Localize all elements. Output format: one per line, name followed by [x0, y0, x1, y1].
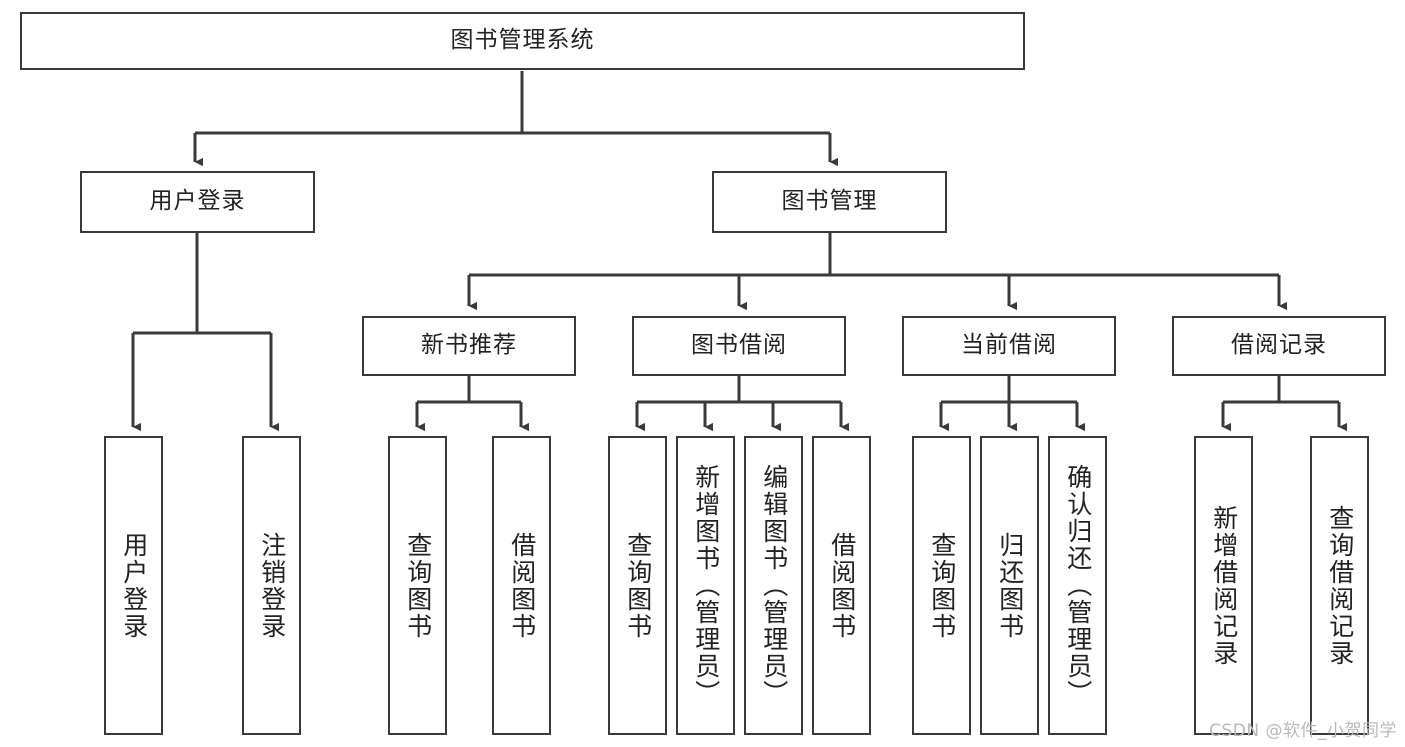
leaf-book-borrow-borrow[interactable]: 借阅图书: [812, 436, 871, 735]
leaf-borrow-record-add[interactable]: 新增借阅记录: [1194, 436, 1253, 735]
node-label: 查询借阅记录: [1325, 504, 1355, 667]
node-label: 图书管理系统: [450, 27, 595, 54]
node-label: 编辑图书（管理员）: [759, 464, 789, 707]
leaf-book-borrow-add[interactable]: 新增图书（管理员）: [676, 436, 735, 735]
leaf-current-borrow-query[interactable]: 查询图书: [912, 436, 971, 735]
leaf-user-login-login[interactable]: 用户登录: [104, 436, 163, 735]
node-label: 查询图书: [623, 531, 653, 640]
leaf-user-login-logout[interactable]: 注销登录: [242, 436, 301, 735]
node-user-login[interactable]: 用户登录: [80, 171, 315, 233]
watermark-text: CSDN @软件_小贺同学: [1209, 721, 1397, 741]
node-label: 借阅记录: [1231, 332, 1327, 359]
node-label: 图书借阅: [691, 332, 787, 359]
leaf-borrow-record-query[interactable]: 查询借阅记录: [1310, 436, 1369, 735]
node-label: 归还图书: [995, 531, 1025, 640]
node-label: 用户登录: [149, 188, 246, 215]
node-book-borrow[interactable]: 图书借阅: [632, 316, 846, 376]
node-label: 当前借阅: [961, 332, 1057, 359]
leaf-new-book-query[interactable]: 查询图书: [388, 436, 447, 735]
node-current-borrow[interactable]: 当前借阅: [902, 316, 1116, 376]
node-label: 查询图书: [927, 531, 957, 640]
node-label: 用户登录: [119, 531, 149, 640]
node-label: 新增图书（管理员）: [691, 464, 721, 707]
node-label: 新增借阅记录: [1209, 504, 1239, 667]
node-label: 确认归还（管理员）: [1063, 464, 1093, 707]
node-root-library-system[interactable]: 图书管理系统: [20, 12, 1025, 70]
leaf-new-book-borrow[interactable]: 借阅图书: [492, 436, 551, 735]
node-label: 查询图书: [403, 531, 433, 640]
leaf-current-borrow-return[interactable]: 归还图书: [980, 436, 1039, 735]
node-new-book-recommend[interactable]: 新书推荐: [362, 316, 576, 376]
leaf-book-borrow-edit[interactable]: 编辑图书（管理员）: [744, 436, 803, 735]
node-label: 借阅图书: [827, 531, 857, 640]
node-label: 新书推荐: [421, 332, 517, 359]
node-label: 借阅图书: [507, 531, 537, 640]
leaf-current-borrow-confirm-return[interactable]: 确认归还（管理员）: [1048, 436, 1107, 735]
leaf-book-borrow-query[interactable]: 查询图书: [608, 436, 667, 735]
node-label: 图书管理: [781, 188, 878, 215]
node-label: 注销登录: [257, 531, 287, 640]
node-borrow-record[interactable]: 借阅记录: [1172, 316, 1386, 376]
node-book-management[interactable]: 图书管理: [712, 171, 947, 233]
